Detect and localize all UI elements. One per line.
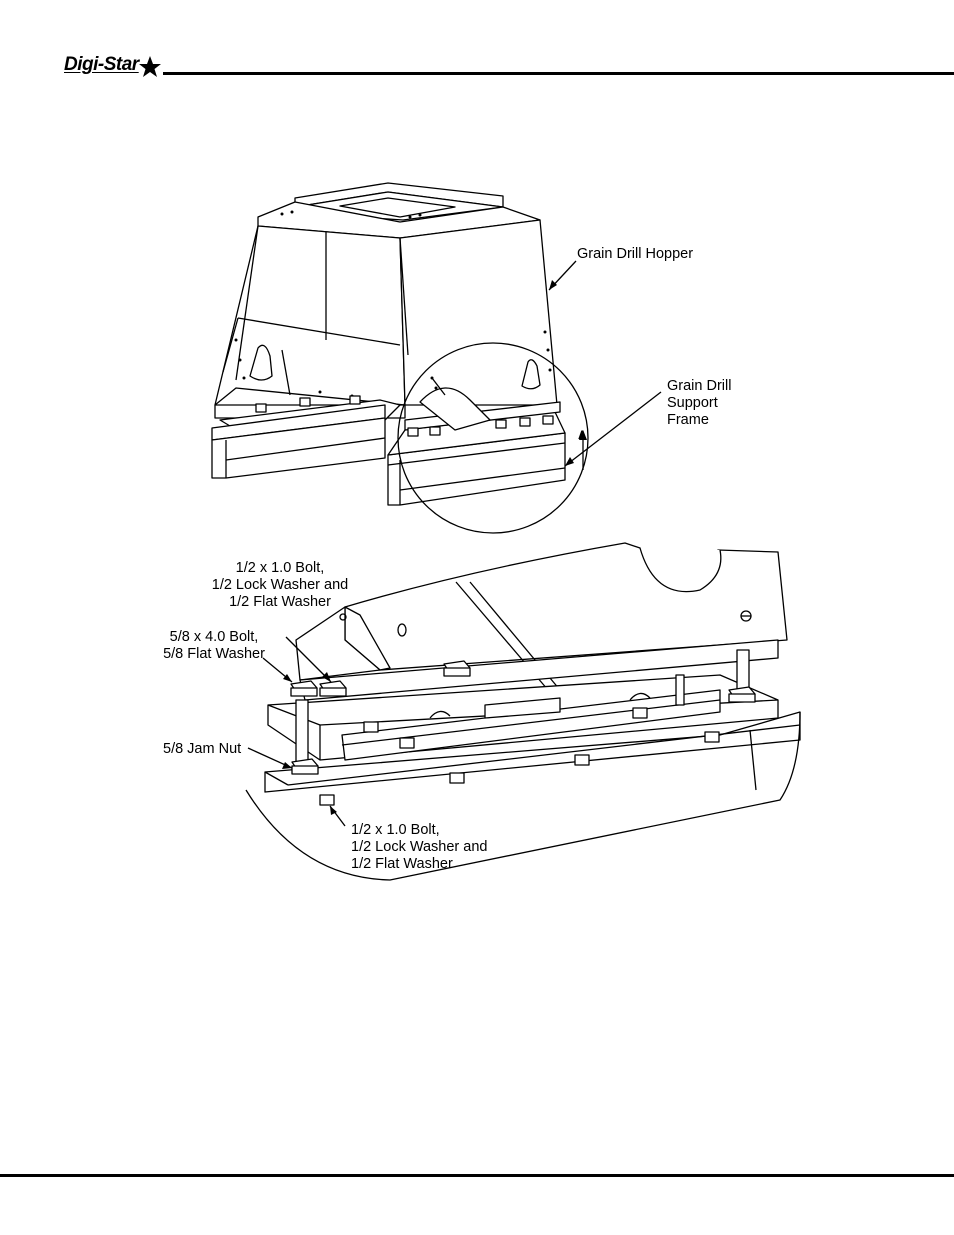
arrowheads	[282, 280, 587, 815]
header-rule	[163, 72, 954, 75]
digi-star-logo: Digi-Star	[64, 52, 164, 82]
jam-nut-callout: 5/8 Jam Nut	[163, 741, 242, 757]
detail-marker-label: A	[578, 428, 587, 442]
hopper-assembly	[211, 182, 566, 506]
hopper-callout: Grain Drill Hopper	[577, 246, 694, 262]
support-frame-callout: Grain Drill Support Frame	[667, 378, 732, 428]
detail-circle	[397, 342, 589, 534]
large-bolt-callout: 5/8 x 4.0 Bolt, 5/8 Flat Washer	[163, 629, 265, 662]
footer-rule	[0, 1174, 954, 1177]
logo-text: Digi-Star	[64, 54, 139, 75]
top-bolt-callout: 1/2 x 1.0 Bolt, 1/2 Lock Washer and 1/2 …	[211, 560, 349, 610]
detail-a-enlarged	[245, 542, 801, 881]
bottom-bolt-callout: 1/2 x 1.0 Bolt, 1/2 Lock Washer and 1/2 …	[351, 822, 488, 872]
star-icon	[139, 56, 161, 77]
